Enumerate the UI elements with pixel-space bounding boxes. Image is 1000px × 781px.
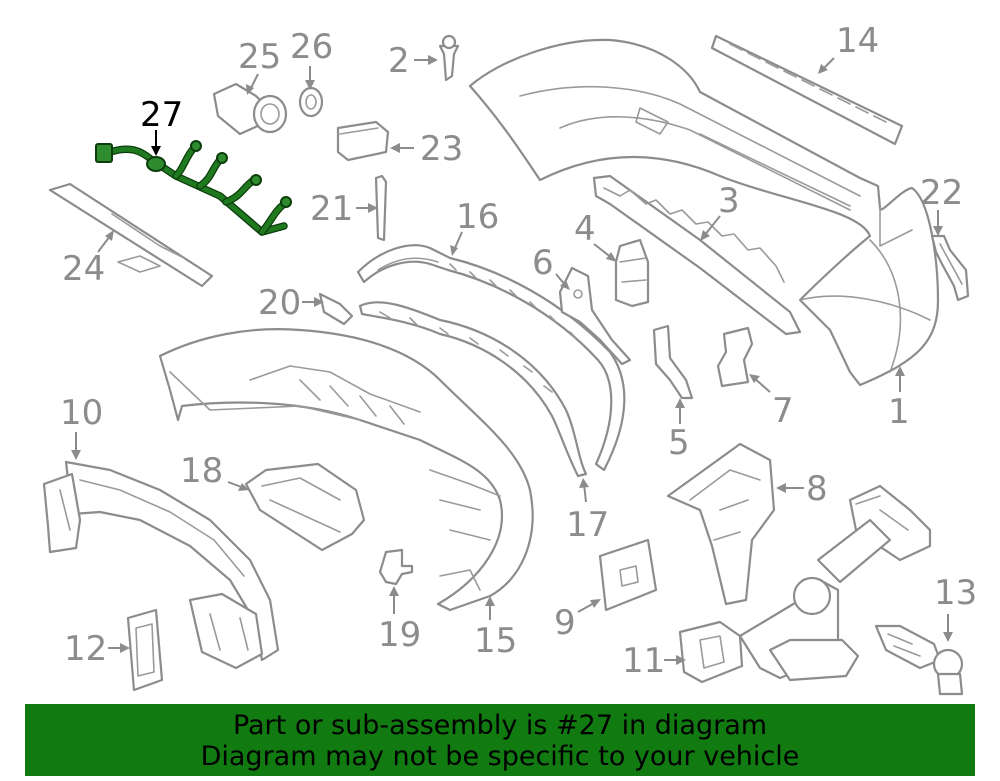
callout-label: 11: [622, 641, 665, 681]
callout-24: 24: [62, 230, 114, 289]
callout-label: 4: [574, 209, 596, 249]
part-26-grommet: [298, 86, 324, 118]
part-8-bracket: [666, 442, 776, 606]
callout-8: 8: [776, 469, 828, 509]
part-22-bracket: [930, 234, 970, 302]
callout-label: 3: [718, 181, 740, 221]
callout-3: 3: [700, 181, 740, 241]
callout-25: 25: [238, 37, 281, 95]
part-20-bracket: [318, 292, 354, 326]
part-5-bracket: [652, 324, 694, 400]
callout-label: 6: [532, 243, 554, 283]
callout-label: 14: [836, 21, 879, 61]
callout-13: 13: [934, 573, 977, 642]
callout-label: 1: [888, 392, 910, 432]
callout-12: 12: [64, 629, 130, 669]
callout-label: 18: [180, 451, 223, 491]
callout-23: 23: [390, 129, 463, 169]
part-9-plate: [598, 538, 658, 612]
callout-9: 9: [554, 599, 601, 643]
callout-label: 16: [456, 197, 499, 237]
callout-16: 16: [450, 197, 499, 256]
part-7-bracket: [716, 326, 754, 388]
callout-2: 2: [388, 41, 438, 81]
part-18-panel: [244, 462, 366, 552]
callout-label: 17: [566, 505, 609, 545]
part-16-trim: [356, 244, 626, 472]
callout-label: 19: [378, 615, 421, 655]
callout-label: 23: [420, 129, 463, 169]
part-1-bumper-cover: [468, 38, 940, 387]
callout-27: 27: [140, 95, 183, 156]
callout-label: 21: [310, 189, 353, 229]
callout-4: 4: [574, 209, 617, 262]
callout-10: 10: [60, 393, 103, 460]
callout-label: 8: [806, 469, 828, 509]
part-14-grille: [710, 34, 904, 146]
callout-label: 15: [474, 621, 517, 661]
callout-20: 20: [258, 283, 324, 323]
callout-label: 20: [258, 283, 301, 323]
part-24-pad: [48, 182, 214, 288]
callout-11: 11: [622, 641, 686, 681]
callout-21: 21: [310, 189, 378, 229]
callout-19: 19: [378, 586, 421, 655]
part-13-hitch-ball: [874, 624, 964, 696]
part-3-absorber: [592, 174, 802, 336]
callout-17: 17: [566, 478, 609, 545]
part-12-plate: [126, 608, 164, 692]
callout-14: 14: [818, 21, 879, 74]
part-25-sensor: [212, 82, 288, 136]
callout-label-highlighted: 27: [140, 95, 183, 135]
callout-1: 1: [888, 366, 910, 432]
callout-5: 5: [668, 398, 690, 463]
part-11-tow-hitch: [678, 484, 932, 684]
callout-label: 25: [238, 37, 281, 77]
callout-18: 18: [180, 451, 249, 491]
notice-line-1: Part or sub-assembly is #27 in diagram: [232, 710, 768, 741]
part-23-module: [336, 120, 390, 162]
notice-banner: Part or sub-assembly is #27 in diagram D…: [25, 704, 975, 776]
notice-line-2: Diagram may not be specific to your vehi…: [200, 741, 800, 772]
callout-7: 7: [749, 374, 794, 431]
callout-15: 15: [474, 596, 517, 661]
callout-label: 12: [64, 629, 107, 669]
callout-label: 2: [388, 41, 410, 81]
part-6-bracket: [558, 266, 632, 366]
part-21-strip: [374, 174, 388, 242]
part-17-trim: [358, 301, 588, 478]
callout-label: 24: [62, 249, 105, 289]
part-4-bracket: [614, 238, 650, 308]
callout-label: 26: [290, 27, 333, 67]
part-27-wiring-harness: [95, 140, 292, 236]
part-19-clip: [378, 548, 414, 586]
callout-label: 22: [920, 173, 963, 213]
callout-label: 13: [934, 573, 977, 613]
callout-label: 5: [668, 423, 690, 463]
callout-26: 26: [290, 27, 333, 90]
callout-label: 10: [60, 393, 103, 433]
callout-label: 7: [772, 391, 794, 431]
part-2-clip: [438, 34, 460, 82]
part-15-diffuser: [158, 328, 534, 612]
callout-6: 6: [532, 243, 570, 290]
callout-label: 9: [554, 603, 576, 643]
part-10-reinforcement: [42, 460, 280, 670]
callout-22: 22: [920, 173, 963, 236]
